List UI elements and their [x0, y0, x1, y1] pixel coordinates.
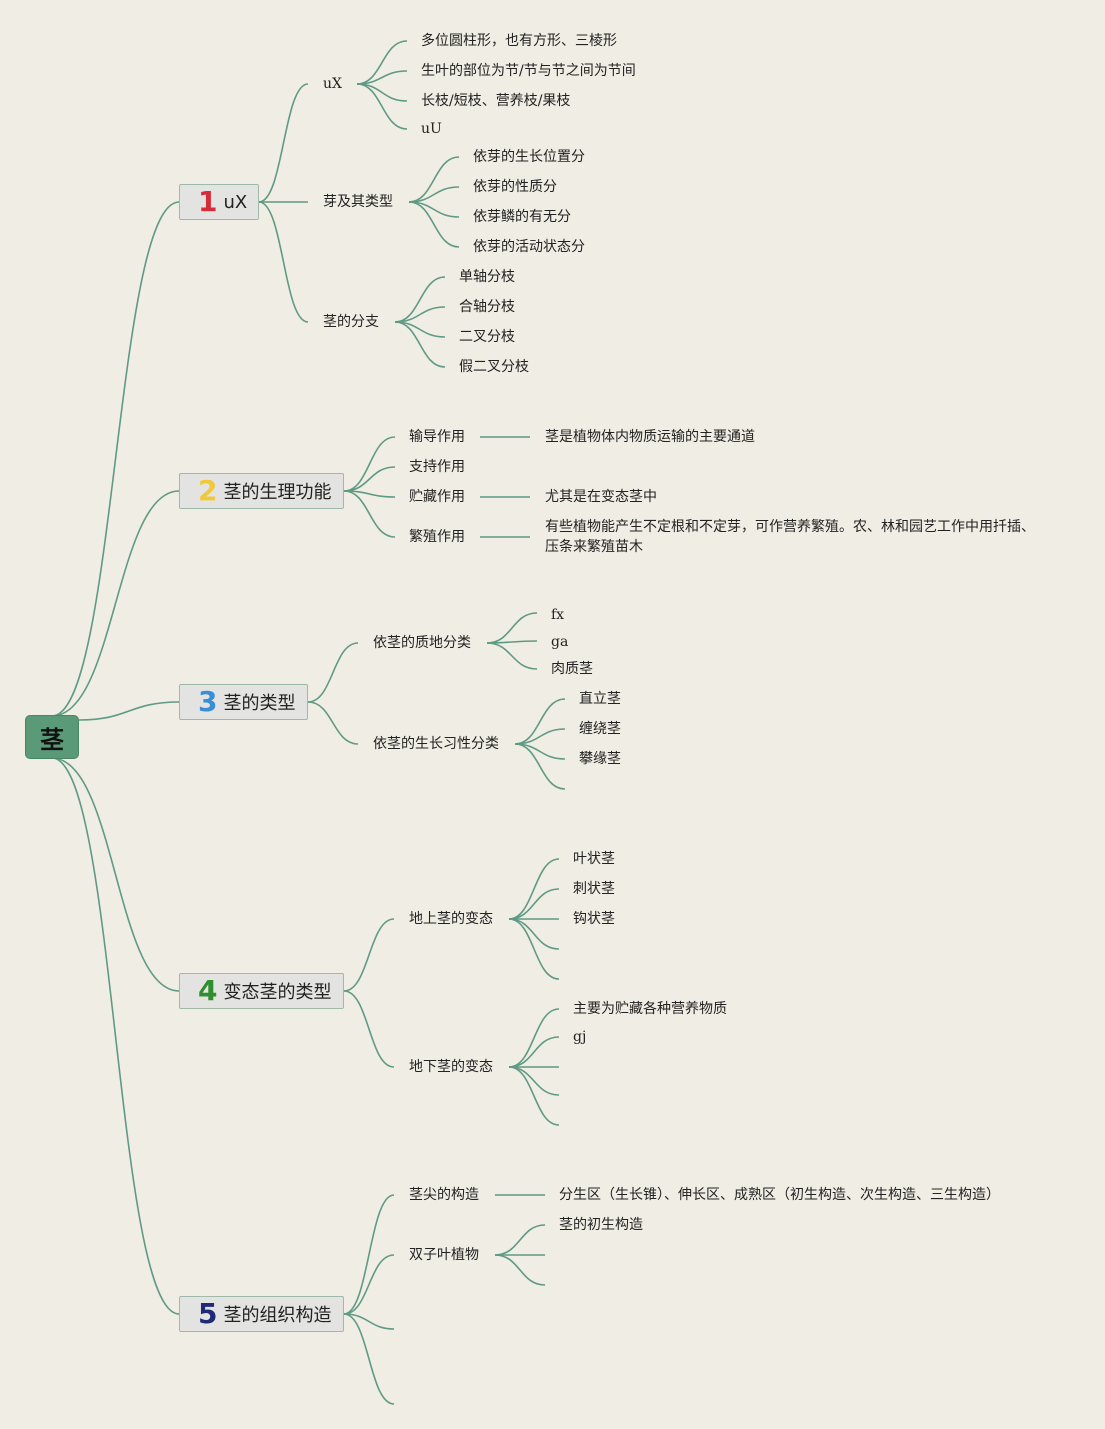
connector-line-53 — [494, 1224, 546, 1256]
subtopic-branching[interactable]: 茎的分支 — [323, 314, 379, 330]
connector-line-2 — [78, 701, 180, 721]
connector-line-0 — [51, 201, 180, 717]
leaf-shape-4[interactable]: uU — [421, 121, 442, 137]
connector-line-44 — [508, 1036, 560, 1068]
branch-node-1[interactable]: 1 uX — [179, 184, 259, 220]
connector-line-15 — [408, 201, 460, 248]
leaf-buds-1[interactable]: 依芽的生长位置分 — [473, 149, 585, 165]
note-reproduction[interactable]: 有些植物能产生不定根和不定芽，可作营养繁殖。农、林和园艺工作中用扦插、压条来繁殖… — [545, 519, 1035, 555]
connector-line-47 — [508, 1066, 560, 1126]
connector-line-12 — [408, 156, 460, 203]
connector-line-46 — [508, 1066, 560, 1096]
connector-line-16 — [394, 276, 446, 323]
leaf-buds-4[interactable]: 依芽的活动状态分 — [473, 239, 585, 255]
leaf-dicot-1[interactable]: 茎的初生构造 — [559, 1217, 643, 1233]
connector-line-51 — [343, 1313, 395, 1405]
branch-number-5: 5 — [198, 1297, 218, 1330]
connector-line-39 — [508, 888, 560, 920]
subtopic-conduction[interactable]: 输导作用 — [409, 429, 465, 445]
note-conduction[interactable]: 茎是植物体内物质运输的主要通道 — [545, 429, 755, 445]
leaf-texture-3[interactable]: 肉质茎 — [551, 661, 593, 677]
connector-line-10 — [356, 83, 408, 102]
leaf-habit-2[interactable]: 缠绕茎 — [579, 721, 621, 737]
subtopic-support[interactable]: 支持作用 — [409, 459, 465, 475]
subtopic-shape[interactable]: uX — [323, 76, 342, 92]
connector-line-8 — [356, 40, 408, 85]
connector-line-35 — [514, 743, 566, 790]
subtopic-aerial[interactable]: 地上茎的变态 — [409, 911, 493, 927]
subtopic-texture[interactable]: 依茎的质地分类 — [373, 635, 471, 651]
branch-label-3: 茎的类型 — [223, 693, 296, 714]
branch-node-5[interactable]: 5 茎的组织构造 — [179, 1296, 344, 1332]
connector-line-21 — [343, 466, 396, 492]
subtopic-reproduction[interactable]: 繁殖作用 — [409, 529, 465, 545]
branch-node-3[interactable]: 3 茎的类型 — [179, 684, 308, 720]
branch-node-2[interactable]: 2 茎的生理功能 — [179, 473, 344, 509]
connector-line-42 — [508, 918, 560, 980]
leaf-branching-2[interactable]: 合轴分枝 — [459, 299, 515, 315]
connector-line-11 — [356, 83, 408, 130]
connector-line-50 — [343, 1313, 395, 1330]
branch-number-1: 1 — [198, 185, 218, 218]
leaf-texture-2[interactable]: ga — [551, 634, 569, 650]
leaf-underground-1[interactable]: 主要为贮藏各种营养物质 — [573, 1001, 727, 1017]
leaf-buds-2[interactable]: 依芽的性质分 — [473, 179, 557, 195]
leaf-branching-1[interactable]: 单轴分枝 — [459, 269, 515, 285]
leaf-shape-2[interactable]: 生叶的部位为节/节与节之间为节间 — [421, 63, 636, 79]
connector-line-3 — [51, 757, 180, 992]
leaf-texture-1[interactable]: fx — [551, 607, 565, 623]
leaf-branching-4[interactable]: 假二叉分枝 — [459, 359, 529, 375]
connector-line-4 — [51, 757, 180, 1315]
connector-line-31 — [486, 642, 538, 670]
branch-number-3: 3 — [198, 685, 218, 718]
leaf-habit-3[interactable]: 攀缘茎 — [579, 751, 621, 767]
leaf-aerial-3[interactable]: 钩状茎 — [573, 911, 615, 927]
leaf-branching-3[interactable]: 二叉分枝 — [459, 329, 515, 345]
connector-line-41 — [508, 918, 560, 950]
connector-line-32 — [514, 698, 566, 745]
branch-node-4[interactable]: 4 变态茎的类型 — [179, 973, 344, 1009]
branch-label-1: uX — [223, 191, 248, 213]
subtopic-dicot[interactable]: 双子叶植物 — [409, 1247, 479, 1263]
leaf-buds-3[interactable]: 依芽鳞的有无分 — [473, 209, 571, 225]
connector-line-48 — [343, 1194, 395, 1315]
connector-line-23 — [343, 490, 396, 538]
connector-line-20 — [343, 436, 396, 492]
root-node[interactable]: 茎 — [25, 715, 79, 759]
branch-label-5: 茎的组织构造 — [223, 1305, 332, 1326]
subtopic-habit[interactable]: 依茎的生长习性分类 — [373, 736, 499, 752]
connector-line-49 — [343, 1254, 395, 1315]
connector-line-55 — [494, 1254, 546, 1286]
branch-label-2: 茎的生理功能 — [223, 482, 332, 503]
leaf-habit-1[interactable]: 直立茎 — [579, 691, 621, 707]
leaf-aerial-1[interactable]: 叶状茎 — [573, 851, 615, 867]
subtopic-underground[interactable]: 地下茎的变态 — [409, 1059, 493, 1075]
leaf-shape-1[interactable]: 多位圆柱形，也有方形、三棱形 — [421, 33, 617, 49]
connector-line-27 — [307, 642, 359, 703]
connector-line-7 — [258, 201, 309, 323]
leaf-underground-2[interactable]: gj — [573, 1029, 587, 1045]
subtopic-buds[interactable]: 芽及其类型 — [323, 194, 393, 210]
branch-number-4: 4 — [198, 974, 218, 1007]
subtopic-apex[interactable]: 茎尖的构造 — [409, 1187, 479, 1203]
connector-line-1 — [51, 490, 180, 717]
connector-line-5 — [258, 83, 309, 203]
branch-number-2: 2 — [198, 474, 218, 507]
connector-line-37 — [343, 990, 395, 1068]
leaf-aerial-2[interactable]: 刺状茎 — [573, 881, 615, 897]
connector-line-43 — [508, 1008, 560, 1068]
leaf-shape-3[interactable]: 长枝/短枝、营养枝/果枝 — [421, 93, 571, 109]
branch-label-4: 变态茎的类型 — [223, 982, 332, 1003]
note-apex[interactable]: 分生区（生长锥）、伸长区、成熟区（初生构造、次生构造、三生构造） — [559, 1187, 1000, 1203]
subtopic-storage[interactable]: 贮藏作用 — [409, 489, 465, 505]
connector-line-38 — [508, 858, 560, 920]
connector-line-19 — [394, 321, 446, 368]
connector-line-36 — [343, 918, 395, 992]
note-storage[interactable]: 尤其是在变态茎中 — [545, 489, 657, 505]
connector-line-29 — [486, 612, 538, 644]
connector-line-28 — [307, 701, 359, 745]
